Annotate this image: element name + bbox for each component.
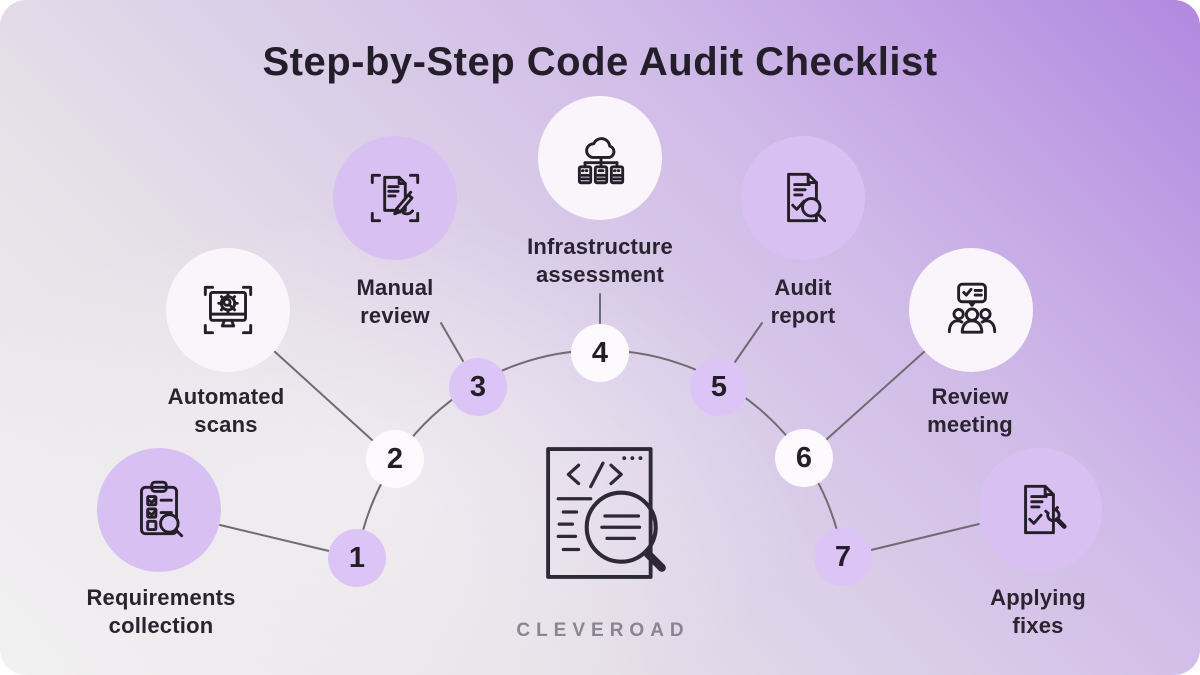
step-7-number: 7 bbox=[814, 528, 872, 586]
step-3-label: Manual review bbox=[356, 275, 434, 328]
step-7-icon-circle bbox=[978, 448, 1102, 572]
center-emblem bbox=[546, 447, 670, 581]
brand-logo: CLEVEROAD bbox=[516, 620, 690, 641]
code-document-magnifier-icon bbox=[546, 447, 666, 579]
step-4-icon-circle bbox=[538, 96, 662, 220]
step-6-icon-circle bbox=[909, 248, 1033, 372]
people-speech-bubble-icon bbox=[947, 282, 997, 334]
monitor-gear-scan-icon bbox=[203, 285, 253, 335]
step-6-label: Review meeting bbox=[927, 384, 1013, 437]
document-pen-scan-icon bbox=[370, 173, 420, 223]
step-7-label: Applying fixes bbox=[990, 585, 1086, 638]
step-3-icon-circle bbox=[333, 136, 457, 260]
step-2-number: 2 bbox=[366, 430, 424, 488]
step-2-label: Automated scans bbox=[167, 384, 285, 437]
step-4-number: 4 bbox=[571, 324, 629, 382]
step-5-number: 5 bbox=[690, 358, 748, 416]
cloud-servers-icon bbox=[577, 137, 625, 185]
step-2-icon-circle bbox=[166, 248, 290, 372]
step-1-icon-circle bbox=[97, 448, 221, 572]
step-1-number: 1 bbox=[328, 529, 386, 587]
step-1-label: Requirements collection bbox=[86, 585, 236, 638]
step-5-label: Audit report bbox=[770, 275, 836, 328]
page-title: Step-by-Step Code Audit Checklist bbox=[262, 40, 938, 84]
step-3-number: 3 bbox=[449, 358, 507, 416]
step-4-label: Infrastructure assessment bbox=[527, 234, 673, 287]
document-check-magnifier-icon bbox=[787, 172, 827, 223]
step-5-icon-circle bbox=[741, 136, 865, 260]
document-check-wrench-icon bbox=[1024, 484, 1067, 535]
clipboard-checklist-magnifier-icon bbox=[140, 480, 184, 538]
step-6-number: 6 bbox=[775, 429, 833, 487]
